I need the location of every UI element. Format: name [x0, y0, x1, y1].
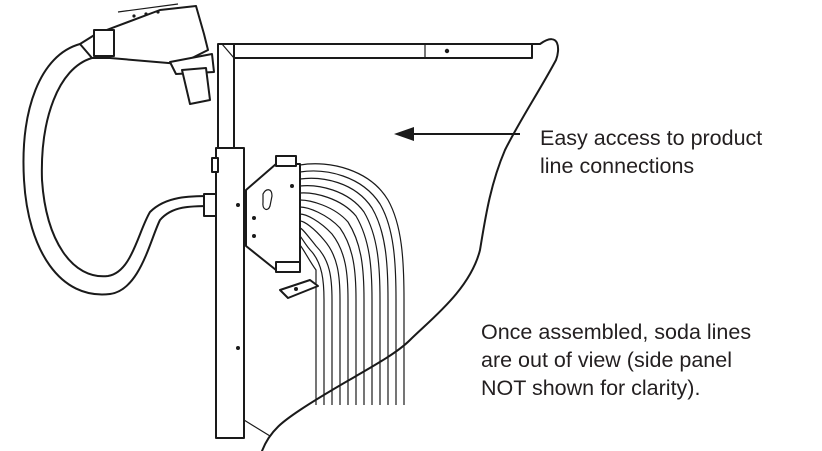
- top-rail: [221, 43, 533, 59]
- dispensing-valve: [79, 3, 215, 105]
- assembled-callout-line: are out of view (side panel: [481, 348, 732, 372]
- assembled-callout-line: Once assembled, soda lines: [481, 320, 752, 344]
- assembled-callout-line: NOT shown for clarity).: [481, 376, 701, 400]
- supply-hose: [22, 43, 217, 296]
- cabinet-cutaway-outline: [221, 38, 559, 451]
- access-callout-line: Easy access to product: [540, 126, 763, 150]
- access-callout: Easy access to product line connections: [540, 124, 762, 180]
- soda-line-bundle: [299, 163, 405, 405]
- vertical-post: [217, 43, 235, 149]
- callout-arrow: [394, 127, 520, 141]
- access-callout-line: line connections: [540, 154, 695, 178]
- assembled-callout: Once assembled, soda lines are out of vi…: [481, 318, 751, 402]
- connector-manifold: [245, 155, 319, 299]
- mounting-plate: [211, 147, 271, 439]
